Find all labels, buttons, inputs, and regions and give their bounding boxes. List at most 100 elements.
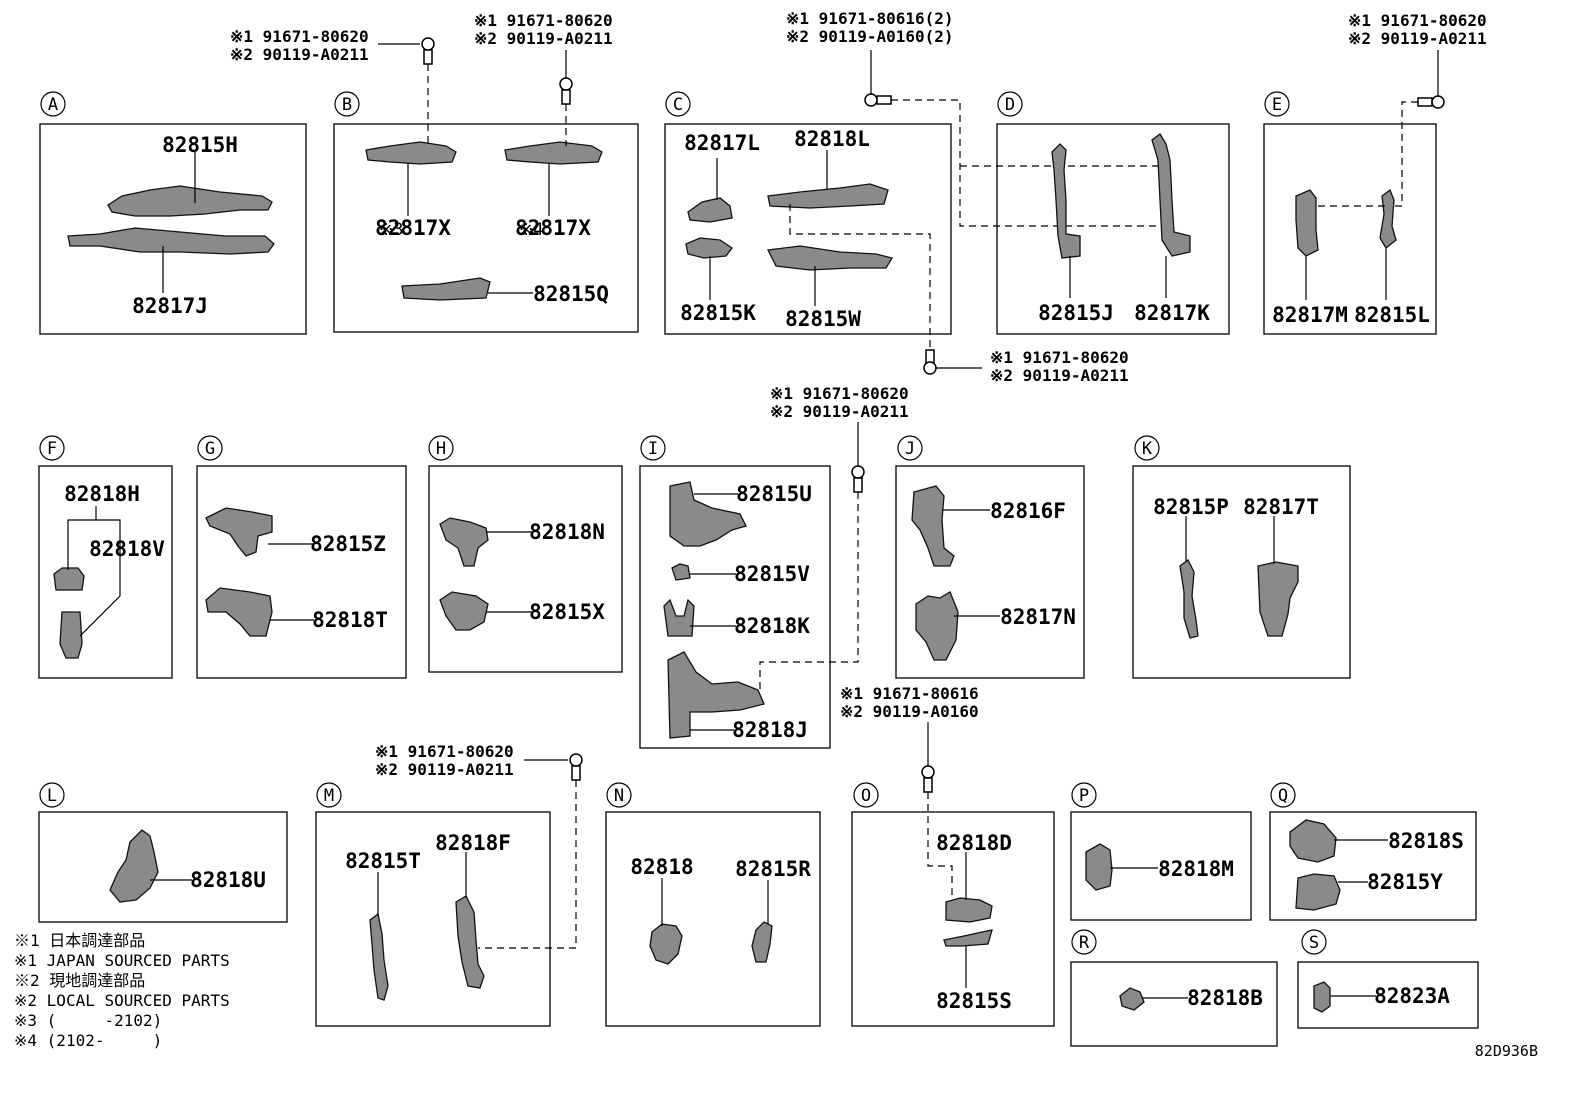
part-82818k-shape: [663, 598, 695, 637]
part-82815k-shape: [685, 237, 733, 259]
part-82818d-shape: [945, 897, 993, 923]
section-box-k: [1132, 465, 1351, 679]
section-marker-b: [334, 91, 360, 117]
part-82818m-shape: [1085, 843, 1113, 891]
bolt-icon: [1417, 95, 1445, 109]
fastener-label-b2-1: ※1 91671-80620: [474, 11, 613, 30]
section-marker-g: [197, 435, 223, 461]
section-box-p: [1070, 811, 1252, 921]
section-label-b: B: [342, 95, 352, 115]
part-label-82818b: 82818B: [1187, 986, 1263, 1010]
part-label-82817k: 82817K: [1134, 301, 1210, 325]
part-label-82818d: 82818D: [936, 831, 1012, 855]
legend-line: ※1 日本調達部品: [14, 931, 145, 950]
part-label-82815u: 82815U: [736, 482, 812, 506]
section-label-q: Q: [1278, 786, 1288, 806]
fastener-label-o-1: ※1 91671-80616: [840, 684, 979, 703]
part-82823a-shape: [1313, 981, 1331, 1013]
section-marker-a: [40, 91, 66, 117]
part-label-82818v: 82818V: [89, 537, 165, 561]
section-label-o: O: [861, 786, 871, 806]
fastener-label-e-1: ※1 91671-80620: [1348, 11, 1487, 30]
bolt-icon: [569, 753, 583, 781]
section-marker-d: [997, 91, 1023, 117]
section-marker-e: [1264, 91, 1290, 117]
section-box-b: [333, 123, 639, 333]
section-marker-p: [1071, 782, 1097, 808]
part-label-82817m: 82817M: [1272, 303, 1348, 327]
part-label-82815v: 82815V: [734, 562, 810, 586]
part-82817m-shape: [1295, 189, 1319, 257]
note-x3: ※3: [379, 220, 403, 240]
part-label-82817x-3: 82817X: [375, 216, 451, 240]
section-label-l: L: [47, 786, 57, 806]
bolt-icon: [864, 93, 892, 107]
section-marker-q: [1270, 782, 1296, 808]
section-label-n: N: [614, 786, 624, 806]
section-box-e: [1263, 123, 1437, 335]
part-label-82818n: 82818N: [529, 520, 605, 544]
part-82815u-shape: [669, 481, 747, 547]
fastener-label-b2-2: ※2 90119-A0211: [474, 29, 613, 48]
part-82818s-shape: [1289, 819, 1337, 863]
section-box-s: [1297, 961, 1479, 1029]
part-label-82818f: 82818F: [435, 831, 511, 855]
part-82815x-shape: [439, 591, 489, 631]
part-label-82817t: 82817T: [1243, 495, 1319, 519]
section-label-e: E: [1272, 95, 1282, 115]
part-label-82823a: 82823A: [1374, 984, 1450, 1008]
section-box-g: [196, 465, 407, 679]
part-label-82818m: 82818M: [1158, 857, 1234, 881]
part-82818n-shape: [439, 517, 489, 567]
part-82815r-shape: [751, 921, 773, 963]
part-82818h-shape: [53, 567, 85, 591]
fastener-label-e-2: ※2 90119-A0211: [1348, 29, 1487, 48]
part-label-82815p: 82815P: [1153, 495, 1229, 519]
section-box-f: [38, 465, 173, 679]
part-82817x-left-shape: [365, 141, 457, 165]
part-82818-shape: [649, 923, 683, 965]
part-label-82816f: 82816F: [990, 499, 1066, 523]
fastener-label-cd-1: ※1 91671-80616(2): [786, 9, 954, 28]
part-82817l-shape: [687, 197, 733, 223]
part-label-82817x-4: 82817X: [515, 216, 591, 240]
section-marker-k: [1134, 435, 1160, 461]
part-label-82817j: 82817J: [132, 294, 208, 318]
part-82816f-shape: [911, 485, 955, 567]
part-82817t-shape: [1257, 561, 1299, 637]
part-label-82815x: 82815X: [529, 600, 605, 624]
legend-line: ※3 ( -2102): [14, 1011, 162, 1030]
legend-line: ※2 LOCAL SOURCED PARTS: [14, 991, 230, 1010]
section-box-h: [428, 465, 623, 673]
section-marker-i: [640, 435, 666, 461]
fastener-label-c-2: ※2 90119-A0211: [990, 366, 1129, 385]
section-label-m: M: [324, 786, 334, 806]
legend: ※1 日本調達部品 ※1 JAPAN SOURCED PARTS ※2 現地調達…: [14, 931, 230, 1050]
part-82818l-shape: [767, 183, 889, 209]
section-box-c: [664, 123, 952, 335]
part-label-82815l: 82815L: [1354, 303, 1430, 327]
section-label-f: F: [47, 439, 57, 459]
section-marker-m: [316, 782, 342, 808]
section-label-c: C: [673, 95, 683, 115]
section-box-n: [605, 811, 821, 1027]
part-82818f-shape: [455, 895, 485, 989]
section-marker-l: [39, 782, 65, 808]
part-label-82818h: 82818H: [64, 482, 140, 506]
section-marker-s: [1301, 929, 1327, 955]
part-82815t-shape: [369, 912, 389, 1001]
part-label-82818: 82818: [630, 855, 693, 879]
section-marker-n: [606, 782, 632, 808]
part-82818v-shape: [59, 611, 83, 659]
fastener-label-i-1: ※1 91671-80620: [770, 384, 909, 403]
section-label-g: G: [205, 439, 215, 459]
bolt-icon: [421, 37, 435, 65]
section-label-a: A: [48, 95, 58, 115]
part-label-82818u: 82818U: [190, 868, 266, 892]
part-label-82815t: 82815T: [345, 849, 421, 873]
part-82815p-shape: [1179, 559, 1199, 639]
part-82815l-shape: [1379, 188, 1397, 249]
section-label-s: S: [1309, 933, 1319, 953]
part-label-82818l: 82818L: [794, 127, 870, 151]
